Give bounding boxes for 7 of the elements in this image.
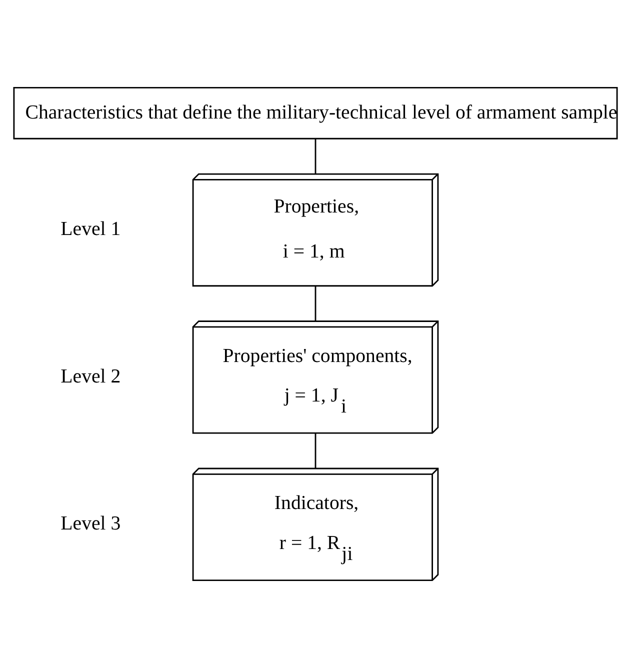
label: Level 3 bbox=[60, 512, 121, 534]
connector bbox=[314, 285, 316, 321]
connector bbox=[314, 138, 316, 174]
node-box: Characteristics that define the military-technical level of armament sample bbox=[13, 86, 618, 139]
label: Level 1 bbox=[60, 218, 121, 240]
label: Level 2 bbox=[60, 364, 121, 387]
connector bbox=[314, 432, 316, 468]
